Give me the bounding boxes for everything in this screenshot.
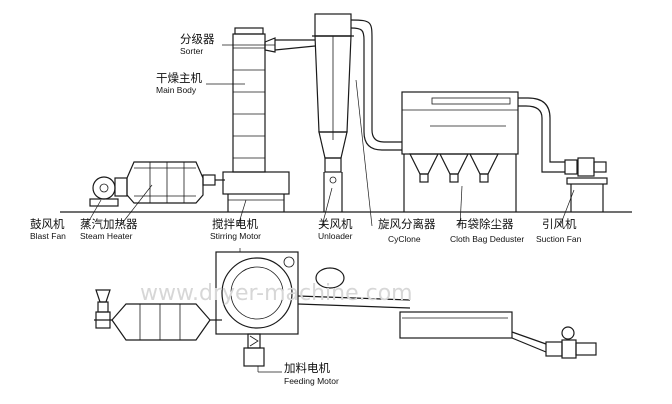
feeding-motor-drawing <box>243 333 265 367</box>
label-suction-fan-en: Suction Fan <box>536 234 582 244</box>
label-unloader: 关风机 Unloader <box>318 217 353 241</box>
label-main-body-zh: 干燥主机 <box>156 71 202 85</box>
label-sorter-zh: 分级器 <box>180 32 215 46</box>
suction-fan-drawing <box>564 157 608 212</box>
label-cloth-bag-deduster-en: Cloth Bag Deduster <box>450 234 524 244</box>
plan-duct-drawing <box>297 267 547 353</box>
label-steam-heater: 蒸汽加热器 Steam Heater <box>80 217 138 241</box>
steam-heater-drawing <box>126 161 225 204</box>
plan-steam-heater-drawing <box>111 303 222 341</box>
plan-main-body-drawing <box>215 251 299 335</box>
label-blast-fan-zh: 鼓风机 <box>30 217 65 231</box>
label-blast-fan-en: Blast Fan <box>30 231 66 241</box>
label-blast-fan: 鼓风机 Blast Fan <box>30 217 66 241</box>
label-feeding-motor-zh: 加料电机 <box>284 361 330 375</box>
label-suction-fan-zh: 引风机 <box>542 217 577 231</box>
plan-suction-fan-drawing <box>545 326 597 359</box>
label-sorter-en: Sorter <box>180 46 203 56</box>
watermark: www.dryer-machine.com <box>140 281 413 306</box>
main-body-drawing <box>222 27 316 212</box>
label-cloth-bag-deduster-zh: 布袋除尘器 <box>456 217 514 231</box>
label-feeding-motor-en: Feeding Motor <box>284 376 339 386</box>
label-stirring-motor-zh: 搅拌电机 <box>212 217 258 231</box>
leader-lines <box>85 44 575 373</box>
label-stirring-motor: 搅拌电机 Stirring Motor <box>210 217 261 241</box>
label-cyclone-zh: 旋风分离器 <box>378 217 436 231</box>
label-suction-fan: 引风机 Suction Fan <box>536 217 582 244</box>
blast-fan-drawing <box>89 176 128 207</box>
label-steam-heater-zh: 蒸汽加热器 <box>80 217 138 231</box>
label-steam-heater-en: Steam Heater <box>80 231 133 241</box>
label-unloader-zh: 关风机 <box>318 217 353 231</box>
label-main-body-en: Main Body <box>156 85 197 95</box>
cloth-bag-deduster-drawing <box>401 91 565 212</box>
label-main-body: 干燥主机 Main Body <box>156 71 202 95</box>
label-unloader-en: Unloader <box>318 231 353 241</box>
cyclone-drawing <box>312 13 402 212</box>
label-cyclone-en: CyClone <box>388 234 421 244</box>
label-sorter: 分级器 Sorter <box>180 32 215 56</box>
label-cyclone: 旋风分离器 CyClone <box>378 217 436 244</box>
label-stirring-motor-en: Stirring Motor <box>210 231 261 241</box>
label-feeding-motor: 加料电机 Feeding Motor <box>284 361 339 386</box>
label-cloth-bag-deduster: 布袋除尘器 Cloth Bag Deduster <box>450 217 524 244</box>
feed-hopper-drawing <box>94 289 112 329</box>
